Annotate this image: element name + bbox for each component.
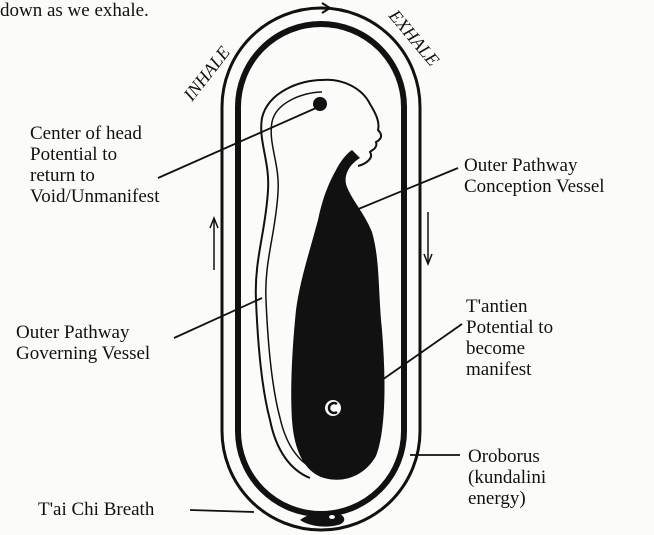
label-taichi-breath: T'ai Chi Breath: [38, 499, 154, 520]
label-line: Void/Unmanifest: [30, 186, 159, 207]
leader-taichi-breath: [190, 510, 254, 512]
down-arrow-icon: [424, 212, 432, 264]
label-line: Governing Vessel: [16, 343, 150, 364]
label-line: Potential to: [30, 144, 159, 165]
label-line: energy): [468, 488, 546, 509]
label-line: return to: [30, 165, 159, 186]
label-line: Outer Pathway: [464, 155, 605, 176]
tantien-spiral-icon: [325, 400, 341, 416]
leader-governing-vessel: [174, 298, 262, 338]
label-oroborus: Oroborus (kundalini energy): [468, 446, 546, 509]
leader-tantien: [382, 324, 462, 380]
label-tantien: T'antien Potential to become manifest: [466, 296, 553, 380]
label-line: manifest: [466, 359, 553, 380]
up-arrow-icon: [210, 218, 218, 270]
label-line: (kundalini: [468, 467, 546, 488]
label-center-head: Center of head Potential to return to Vo…: [30, 123, 159, 207]
label-conception-vessel: Outer Pathway Conception Vessel: [464, 155, 605, 197]
top-arrow-icon: [316, 3, 330, 13]
inhale-label: INHALE: [179, 43, 234, 106]
label-line: Oroborus: [468, 446, 546, 467]
label-line: Outer Pathway: [16, 322, 150, 343]
label-line: Potential to: [466, 317, 553, 338]
label-governing-vessel: Outer Pathway Governing Vessel: [16, 322, 150, 364]
body-silhouette: [291, 150, 384, 480]
caption-fragment: down as we exhale.: [0, 0, 149, 21]
label-line: Conception Vessel: [464, 176, 605, 197]
label-line: become: [466, 338, 553, 359]
label-line: T'antien: [466, 296, 553, 317]
label-line: Center of head: [30, 123, 159, 144]
